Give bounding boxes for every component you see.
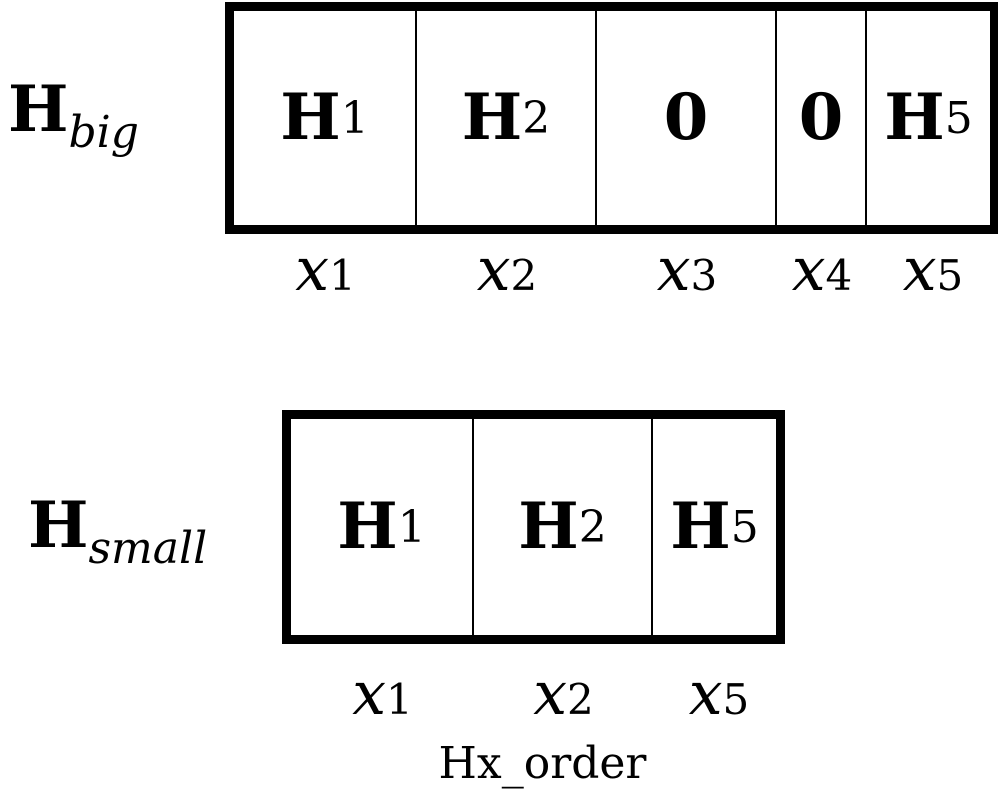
var-symbol: x [295,235,330,305]
diagram-caption: Hx_order [438,738,647,789]
block-subscript: 2 [522,92,551,144]
block-subscript: 2 [578,501,607,553]
block-subscript: 5 [944,92,973,144]
h-big-label: Hbig [8,78,139,159]
block-symbol: H [461,80,523,155]
var-symbol: x [476,235,511,305]
h-small-subscript: small [88,523,208,574]
h-big-block-4-zero: 0 [777,11,867,225]
var-symbol: x [352,659,387,729]
var-symbol: x [533,659,568,729]
var-symbol: x [656,235,691,305]
h-big-subscript: big [68,107,139,158]
h-small-label: Hsmall [28,494,208,575]
h-big-symbol: H [8,72,69,147]
block-symbol: H [280,80,341,155]
h-small-symbol: H [28,488,89,563]
var-subscript: 4 [825,251,853,300]
block-subscript: 1 [397,501,426,553]
block-subscript: 1 [340,92,369,144]
var-symbol: x [902,235,937,305]
var-subscript: 1 [329,251,356,300]
block-symbol: H [518,489,579,564]
var-symbol: x [688,659,723,729]
var-subscript: 2 [510,251,538,300]
var-subscript: 1 [386,675,413,724]
var-subscript: 5 [936,251,964,300]
block-symbol: H [337,489,398,564]
var-subscript: 2 [567,675,594,724]
zero-block-symbol: 0 [663,80,709,155]
h-big-block-3-zero: 0 [597,11,777,225]
var-symbol: x [791,235,826,305]
block-subscript: 5 [730,501,759,553]
block-symbol: H [670,489,731,564]
var-subscript: 5 [722,675,750,724]
zero-block-symbol: 0 [798,80,844,155]
var-subscript: 3 [690,251,718,300]
block-symbol: H [884,80,945,155]
